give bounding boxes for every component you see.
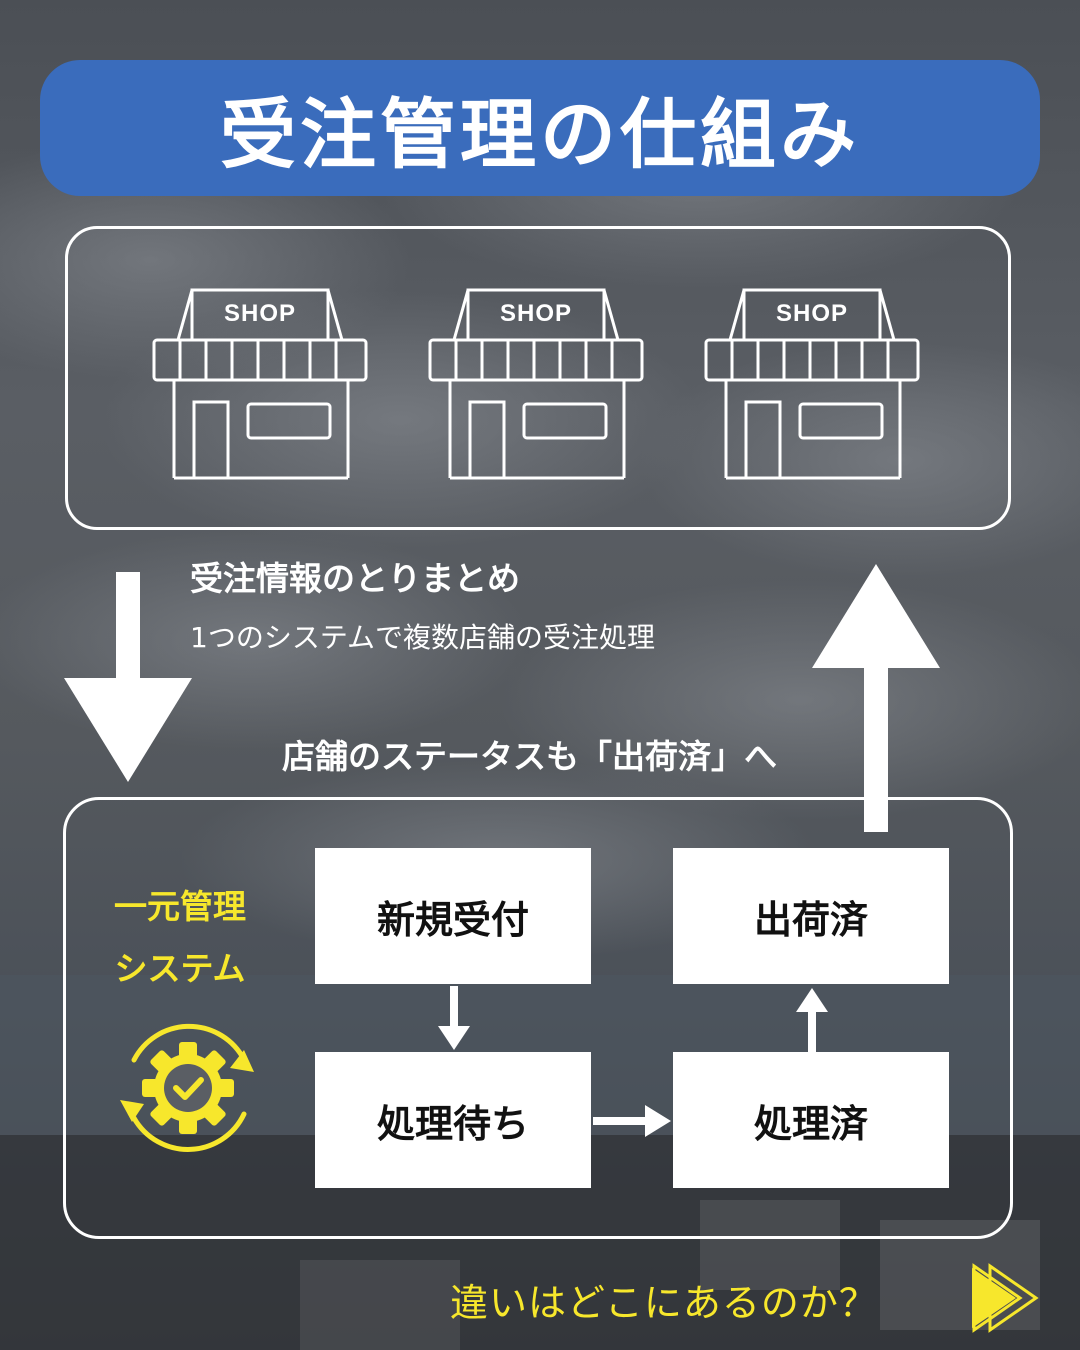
storefront-icon [428, 288, 644, 480]
fast-forward-icon[interactable] [968, 1262, 1060, 1334]
system-panel [63, 797, 1013, 1239]
step-new-order-label: 新規受付 [376, 897, 529, 942]
shop-3: SHOP [704, 286, 920, 482]
shop-sign: SHOP [223, 300, 296, 327]
footer-question: 違いはどこにあるのか？ [450, 1281, 878, 1325]
storefront-icon [152, 288, 368, 480]
title-bar: 受注管理の仕組み [40, 60, 1040, 196]
status-update-text: 店舗のステータスも「出荷済」へ [282, 737, 777, 776]
shop-sign: SHOP [499, 300, 572, 327]
shop-2: SHOP [428, 286, 644, 482]
step-shipped-label: 出荷済 [753, 897, 868, 942]
step-processed: 処理済 [673, 1052, 949, 1188]
gear-check-icon [120, 1023, 254, 1152]
step-pending-label: 処理待ち [376, 1101, 529, 1146]
system-label-line2: システム [114, 949, 246, 988]
step-shipped: 出荷済 [673, 848, 949, 984]
down-arrow-icon [64, 572, 192, 782]
step-pending: 処理待ち [315, 1052, 591, 1188]
arrow-right-small-icon [593, 1105, 671, 1137]
arrow-up-small-icon [796, 988, 828, 1052]
system-label-line1: 一元管理 [114, 887, 246, 926]
arrow-down-small-icon [438, 986, 470, 1050]
step-new-order: 新規受付 [315, 848, 591, 984]
aggregation-description: 1つのシステムで複数店舗の受注処理 [190, 621, 655, 654]
up-arrow-icon [812, 564, 940, 832]
shop-sign: SHOP [775, 300, 848, 327]
step-processed-label: 処理済 [753, 1101, 868, 1146]
page-title: 受注管理の仕組み [220, 90, 860, 179]
aggregation-heading: 受注情報のとりまとめ [190, 559, 520, 598]
storefront-icon [704, 288, 920, 480]
shop-1: SHOP [152, 286, 368, 482]
shops-panel [65, 226, 1011, 530]
